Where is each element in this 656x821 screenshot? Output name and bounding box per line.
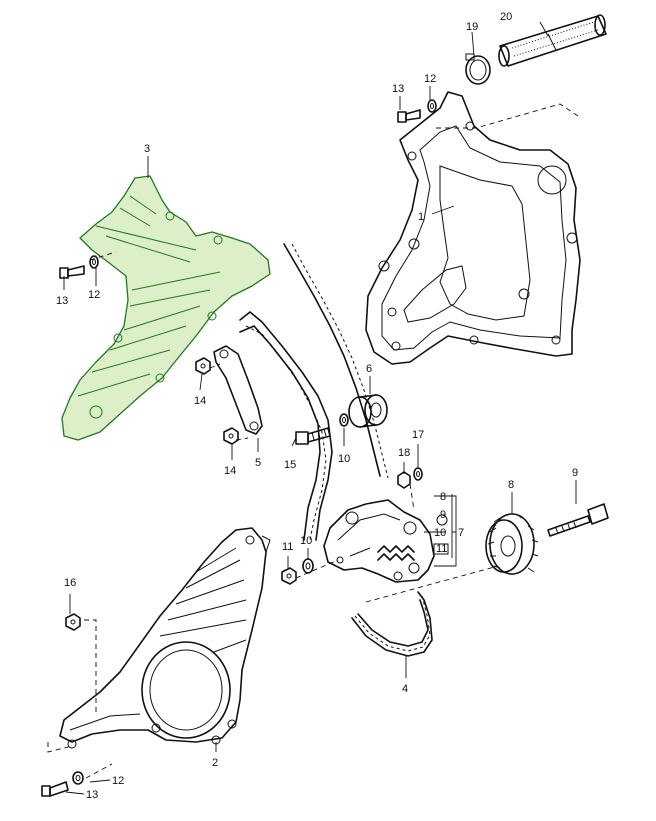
callout-19: 19	[466, 21, 478, 33]
part-7-belt-tensioner-assembly[interactable]	[323, 499, 449, 583]
callout-group-10: 10	[434, 527, 446, 539]
part-3-upper-timing-cover[interactable]	[61, 175, 271, 441]
part-14-nut-upper[interactable]	[195, 357, 211, 375]
callout-10-lower: 10	[300, 535, 312, 547]
callout-17: 17	[412, 429, 424, 441]
part-10-washer[interactable]	[302, 558, 314, 574]
callout-12-bottom: 12	[112, 775, 124, 787]
part-18-nut[interactable]	[397, 471, 411, 489]
part-12-washer-bottom[interactable]	[72, 771, 84, 785]
callout-13-top: 13	[392, 83, 404, 95]
part-19-hose-clamp[interactable]	[465, 53, 491, 85]
callout-7: 7	[458, 527, 464, 539]
part-6-guide-roller[interactable]	[348, 394, 388, 428]
part-11-nut[interactable]	[281, 567, 297, 585]
assembly-alignment-lines	[47, 103, 579, 779]
callout-group-9: 9	[440, 509, 446, 521]
callout-9: 9	[572, 467, 578, 479]
part-10-washer-upper[interactable]	[339, 413, 349, 427]
part-1-rear-timing-cover[interactable]	[365, 91, 581, 365]
callout-12-left: 12	[88, 289, 100, 301]
part-13-bolt-top[interactable]	[397, 109, 421, 123]
callout-labels: 3 1 2 4 5 6 8 9 15 19 20 13 12 13 12 14 …	[56, 11, 578, 801]
callout-8: 8	[508, 479, 514, 491]
part-8-sprocket[interactable]	[485, 513, 539, 575]
callout-11: 11	[282, 541, 293, 553]
callout-2: 2	[212, 757, 218, 769]
callout-12-top: 12	[424, 73, 436, 85]
callout-13-bottom: 13	[86, 789, 98, 801]
part-9-long-bolt[interactable]	[547, 503, 609, 537]
part-4-timing-belt[interactable]	[239, 243, 433, 657]
part-13-bolt-bottom[interactable]	[41, 781, 69, 797]
callout-15: 15	[284, 459, 296, 471]
group-bracket	[451, 494, 456, 558]
callout-20: 20	[500, 11, 512, 23]
part-12-washer-left[interactable]	[89, 255, 99, 269]
part-15-stud-bolt[interactable]	[295, 427, 331, 445]
callout-group-8: 8	[440, 491, 446, 503]
callout-18: 18	[398, 447, 410, 459]
callout-3: 3	[144, 143, 150, 155]
callout-5: 5	[255, 457, 261, 469]
callout-14-lower: 14	[224, 465, 236, 477]
callout-6: 6	[366, 363, 372, 375]
part-14-nut-lower[interactable]	[223, 427, 239, 445]
part-5-link-bracket[interactable]	[213, 345, 263, 435]
callout-13-left: 13	[56, 295, 68, 307]
part-12-washer-top[interactable]	[427, 99, 437, 113]
leader-lines	[63, 21, 577, 795]
callout-14-upper: 14	[194, 395, 206, 407]
callout-group-11: 11	[436, 543, 447, 555]
callout-4: 4	[402, 683, 408, 695]
callout-10-upper: 10	[338, 453, 350, 465]
callout-16: 16	[64, 577, 76, 589]
part-17-washer[interactable]	[413, 467, 423, 481]
part-16-nut[interactable]	[65, 613, 81, 631]
part-20-hose[interactable]	[498, 14, 607, 67]
callout-1: 1	[418, 211, 424, 223]
part-2-lower-timing-cover[interactable]	[59, 527, 271, 749]
